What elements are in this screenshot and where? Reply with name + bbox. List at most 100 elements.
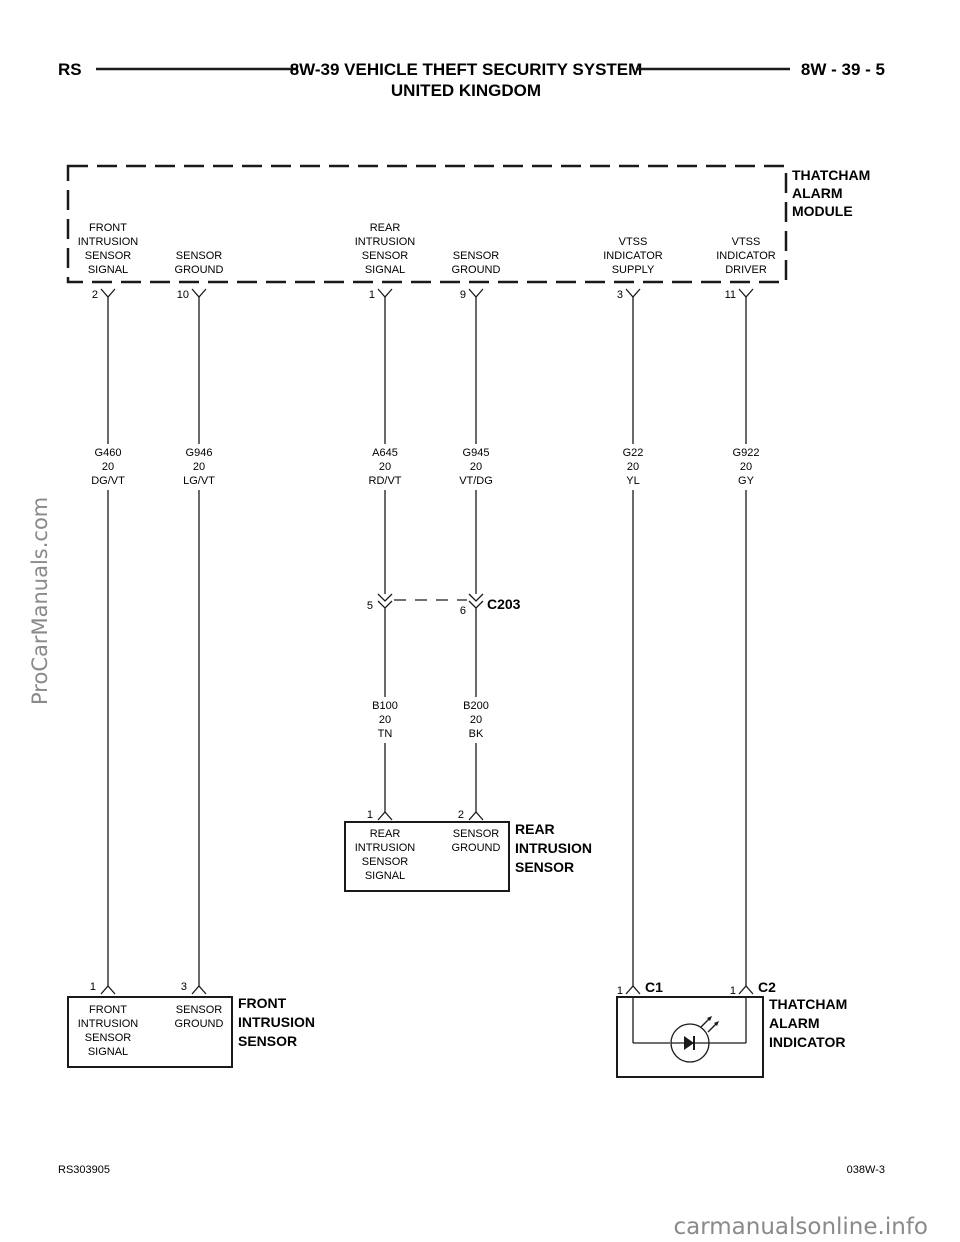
- rear-sensor-name-1: REAR: [515, 821, 555, 837]
- c203-terminal-6-male: [468, 593, 484, 602]
- pin-label-front-signal-3: SENSOR: [85, 250, 132, 262]
- pin-number-2: 2: [92, 289, 98, 301]
- pin-number-11: 11: [725, 289, 736, 301]
- wire-code-gauge: 20: [102, 461, 114, 473]
- front-intrusion-sensor: 1 3 FRONT INTRUSION SENSOR SIGNAL SENSOR…: [67, 981, 315, 1068]
- pin-label-ind-supply-2: INDICATOR: [603, 250, 663, 262]
- front-sensor-terminal-1: [100, 985, 116, 995]
- indicator-name-3: INDICATOR: [769, 1034, 845, 1050]
- wire-code-color: TN: [378, 728, 393, 740]
- wire-code-gauge: 20: [627, 461, 639, 473]
- wire-code-gauge: 20: [379, 461, 391, 473]
- pin-label-rear-ground-2: GROUND: [452, 264, 501, 276]
- pin-label-front-ground-1: SENSOR: [176, 250, 223, 262]
- c203-terminal-6-female: [468, 600, 484, 609]
- indicator-box: [616, 996, 764, 1078]
- indicator-terminal-c1: [625, 985, 641, 995]
- pin-number-9: 9: [460, 289, 466, 301]
- front-sensor-name-3: SENSOR: [238, 1033, 297, 1049]
- front-sensor-label-b-2: GROUND: [175, 1018, 224, 1030]
- indicator-conn-c1: C1: [645, 979, 663, 995]
- terminal-pin-10: [191, 288, 207, 298]
- front-sensor-label-b-1: SENSOR: [176, 1004, 223, 1016]
- front-sensor-label-a-2: INTRUSION: [78, 1018, 139, 1030]
- wire-code-circuit: G460: [95, 447, 122, 459]
- wire-code-gauge: 20: [740, 461, 752, 473]
- indicator-name-2: ALARM: [769, 1015, 820, 1031]
- pin-label-ind-driver-2: INDICATOR: [716, 250, 776, 262]
- front-sensor-terminal-3: [191, 985, 207, 995]
- thatcham-alarm-indicator: 1 C1 1 C2 THATCHAM ALARM INDICATOR: [616, 979, 847, 1078]
- terminal-pin-3: [625, 288, 641, 298]
- rear-sensor-terminal-2: [468, 811, 484, 821]
- rear-sensor-terminal-1: [377, 811, 393, 821]
- wire-code-color: DG/VT: [91, 475, 125, 487]
- wire-code-gauge: 20: [470, 461, 482, 473]
- indicator-pin-c1: 1: [617, 985, 623, 997]
- watermark-bottom: carmanualsonline.info: [673, 1214, 928, 1240]
- footer-figure-id: RS303905: [58, 1164, 110, 1176]
- terminal-pin-2: [100, 288, 116, 298]
- rear-sensor-label-b-1: SENSOR: [453, 828, 500, 840]
- pin-number-1: 1: [369, 289, 375, 301]
- wire-code-color: VT/DG: [459, 475, 493, 487]
- pin-label-ind-supply-3: SUPPLY: [612, 264, 655, 276]
- wire-code-gauge: 20: [470, 714, 482, 726]
- pin-label-front-ground-2: GROUND: [175, 264, 224, 276]
- wire-code-color: GY: [738, 475, 755, 487]
- pin-label-rear-signal-1: REAR: [370, 222, 401, 234]
- pin-label-rear-signal-2: INTRUSION: [355, 236, 416, 248]
- front-sensor-pin-3: 3: [181, 981, 187, 993]
- pin-label-ind-driver-1: VTSS: [732, 236, 761, 248]
- front-sensor-name-2: INTRUSION: [238, 1014, 315, 1030]
- c203-label: C203: [487, 596, 521, 612]
- indicator-conn-c2: C2: [758, 979, 776, 995]
- wire-code-color: YL: [626, 475, 639, 487]
- c203-pin-6: 6: [460, 605, 466, 617]
- front-sensor-label-a-4: SIGNAL: [88, 1046, 128, 1058]
- pin-label-front-signal-1: FRONT: [89, 222, 127, 234]
- pin-label-rear-signal-3: SENSOR: [362, 250, 409, 262]
- rear-intrusion-sensor: 1 2 REAR INTRUSION SENSOR SIGNAL SENSOR …: [344, 809, 592, 892]
- pin-number-10: 10: [177, 289, 189, 301]
- led-ray-2-arrow: [714, 1021, 719, 1026]
- wire-code-circuit: B200: [463, 700, 489, 712]
- rear-sensor-pin-2: 2: [458, 809, 464, 821]
- led-ray-1-arrow: [707, 1016, 712, 1021]
- indicator-pin-c2: 1: [730, 985, 736, 997]
- front-sensor-box: [67, 996, 233, 1068]
- rear-sensor-box: [344, 821, 510, 892]
- wire-code-color: RD/VT: [369, 475, 402, 487]
- rear-sensor-label-a-4: SIGNAL: [365, 870, 405, 882]
- page-header: RS 8W-39 VEHICLE THEFT SECURITY SYSTEM U…: [58, 60, 885, 100]
- header-page-number: 8W - 39 - 5: [801, 60, 885, 79]
- c203-terminal-5-female: [377, 600, 393, 609]
- pin-label-ind-driver-3: DRIVER: [725, 264, 767, 276]
- rear-sensor-label-a-1: REAR: [370, 828, 401, 840]
- wire-code-circuit: G946: [186, 447, 213, 459]
- front-sensor-label-a-3: SENSOR: [85, 1032, 132, 1044]
- c203-pin-5: 5: [367, 600, 373, 612]
- wires: [107, 297, 747, 986]
- rear-sensor-pin-1: 1: [367, 809, 373, 821]
- wire-code-gauge: 20: [379, 714, 391, 726]
- pin-label-rear-ground-1: SENSOR: [453, 250, 500, 262]
- rear-sensor-name-2: INTRUSION: [515, 840, 592, 856]
- terminal-pin-1: [377, 288, 393, 298]
- wire-code-circuit: G922: [733, 447, 760, 459]
- pin-label-ind-supply-1: VTSS: [619, 236, 648, 248]
- module-name-1: THATCHAM: [792, 167, 870, 183]
- header-title-line1: 8W-39 VEHICLE THEFT SECURITY SYSTEM: [290, 60, 643, 79]
- module-terminals: [100, 288, 754, 298]
- header-title-line2: UNITED KINGDOM: [391, 81, 541, 100]
- terminal-pin-11: [738, 288, 754, 298]
- pin-number-3: 3: [617, 289, 623, 301]
- wire-code-color: BK: [469, 728, 484, 740]
- watermark-side: ProCarManuals.com: [28, 497, 52, 705]
- footer-ref-code: 038W-3: [847, 1164, 885, 1176]
- wire-code-color: LG/VT: [183, 475, 215, 487]
- wire-code-circuit: A645: [372, 447, 398, 459]
- front-sensor-label-a-1: FRONT: [89, 1004, 127, 1016]
- indicator-terminal-c2: [738, 985, 754, 995]
